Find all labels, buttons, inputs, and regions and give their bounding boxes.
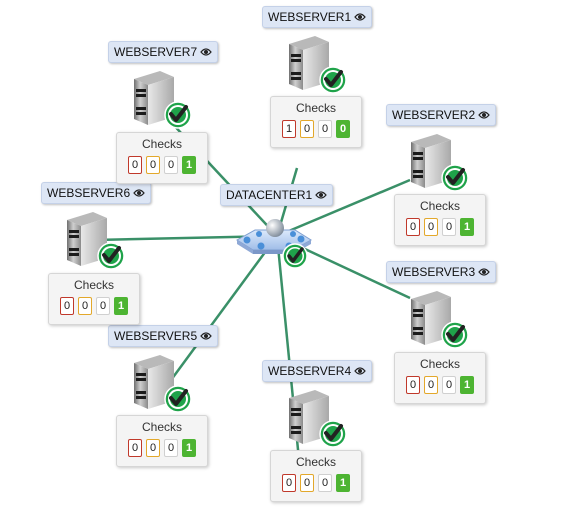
node-name[interactable]: WEBSERVER4 [268,364,352,378]
server-icon[interactable] [285,32,349,96]
server-icon[interactable] [130,351,194,415]
datacenter-hub-icon[interactable] [233,210,313,270]
critical-count[interactable]: 0 [128,156,142,174]
critical-count[interactable]: 1 [282,120,296,138]
checks-panel-webserver3[interactable]: Checks 0 0 0 1 [394,352,486,404]
checks-panel-webserver4[interactable]: Checks 0 0 0 1 [270,450,362,502]
link-line [158,235,279,396]
checks-panel-webserver1[interactable]: Checks 1 0 0 0 [270,96,362,148]
checks-title: Checks [141,420,182,434]
unknown-count[interactable]: 0 [442,376,456,394]
critical-count[interactable]: 0 [406,218,420,236]
unknown-count[interactable]: 0 [442,218,456,236]
server-icon[interactable] [63,208,127,272]
eye-icon[interactable] [354,12,366,22]
eye-icon[interactable] [200,47,212,57]
eye-icon[interactable] [354,366,366,376]
critical-count[interactable]: 0 [406,376,420,394]
ok-count[interactable]: 1 [182,439,196,457]
server-icon[interactable] [407,287,471,351]
checks-title: Checks [141,137,182,151]
ok-count[interactable]: 1 [460,218,474,236]
warning-count[interactable]: 0 [78,297,92,315]
eye-icon[interactable] [315,190,327,200]
checks-title: Checks [295,101,336,115]
ok-count[interactable]: 1 [114,297,128,315]
node-label-webserver4[interactable]: WEBSERVER4 [262,360,373,382]
node-name[interactable]: WEBSERVER2 [392,108,476,122]
warning-count[interactable]: 0 [300,120,314,138]
critical-count[interactable]: 0 [128,439,142,457]
checks-title: Checks [295,455,336,469]
node-label-webserver7[interactable]: WEBSERVER7 [108,41,219,63]
node-label-webserver5[interactable]: WEBSERVER5 [108,325,219,347]
node-label-webserver2[interactable]: WEBSERVER2 [386,104,497,126]
checks-title: Checks [419,357,460,371]
node-name[interactable]: WEBSERVER6 [47,186,131,200]
node-label-webserver6[interactable]: WEBSERVER6 [41,182,152,204]
ok-count[interactable]: 0 [336,120,350,138]
datacenter-name[interactable]: DATACENTER1 [226,188,313,202]
node-name[interactable]: WEBSERVER3 [392,265,476,279]
critical-count[interactable]: 0 [60,297,74,315]
critical-count[interactable]: 0 [282,474,296,492]
warning-count[interactable]: 0 [424,376,438,394]
node-name[interactable]: WEBSERVER5 [114,329,198,343]
link-line [276,178,411,238]
warning-count[interactable]: 0 [424,218,438,236]
ok-count[interactable]: 1 [182,156,196,174]
server-icon[interactable] [407,130,471,194]
node-label-webserver3[interactable]: WEBSERVER3 [386,261,497,283]
warning-count[interactable]: 0 [146,439,160,457]
warning-count[interactable]: 0 [146,156,160,174]
ok-count[interactable]: 1 [336,474,350,492]
server-icon[interactable] [130,67,194,131]
server-icon[interactable] [285,386,349,450]
checks-title: Checks [73,278,114,292]
unknown-count[interactable]: 0 [164,439,178,457]
eye-icon[interactable] [133,188,145,198]
eye-icon[interactable] [478,110,490,120]
ok-count[interactable]: 1 [460,376,474,394]
unknown-count[interactable]: 0 [96,297,110,315]
node-name[interactable]: WEBSERVER7 [114,45,198,59]
unknown-count[interactable]: 0 [318,474,332,492]
checks-panel-webserver6[interactable]: Checks 0 0 0 1 [48,273,140,325]
unknown-count[interactable]: 0 [164,156,178,174]
checks-panel-webserver7[interactable]: Checks 0 0 0 1 [116,132,208,184]
node-name[interactable]: WEBSERVER1 [268,10,352,24]
eye-icon[interactable] [200,331,212,341]
eye-icon[interactable] [478,267,490,277]
warning-count[interactable]: 0 [300,474,314,492]
node-label-webserver1[interactable]: WEBSERVER1 [262,6,373,28]
unknown-count[interactable]: 0 [318,120,332,138]
checks-panel-webserver5[interactable]: Checks 0 0 0 1 [116,415,208,467]
checks-panel-webserver2[interactable]: Checks 0 0 0 1 [394,194,486,246]
datacenter-label[interactable]: DATACENTER1 [220,184,334,206]
checks-title: Checks [419,199,460,213]
